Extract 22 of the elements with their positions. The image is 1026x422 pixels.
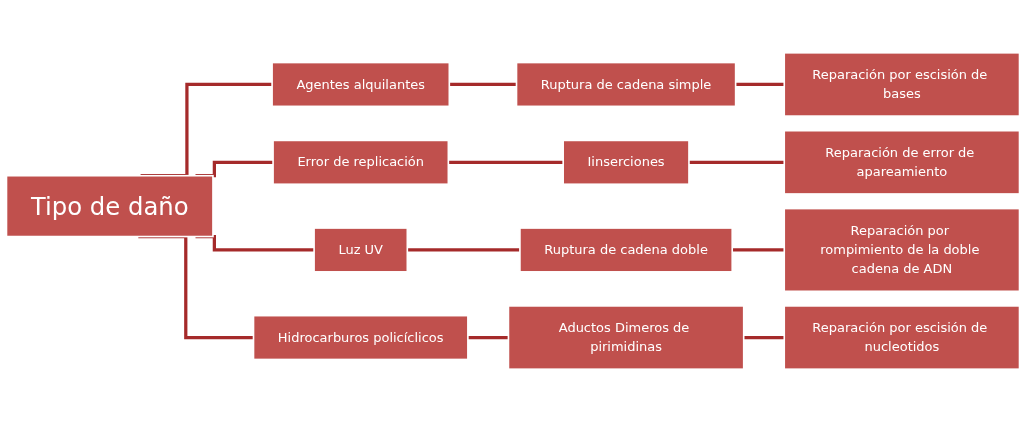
node-box: Reparación por escisión de nucleotidos: [783, 305, 1021, 370]
connector: [448, 160, 564, 164]
node-box: Aductos Dimeros de pirimidinas: [507, 305, 745, 370]
connector: [407, 248, 520, 252]
connector: [735, 82, 785, 87]
connector: [743, 335, 785, 340]
node-box: Reparación por escisión de bases: [783, 52, 1021, 117]
node-box: Tipo de daño: [5, 174, 214, 238]
node-box: Agentes alquilantes: [271, 61, 451, 108]
connector: [195, 234, 315, 252]
node-box: Ruptura de cadena doble: [519, 227, 733, 273]
connector: [732, 248, 785, 252]
connector: [688, 160, 785, 164]
connector: [467, 335, 509, 340]
node-box: Iinserciones: [562, 139, 690, 186]
node-box: Reparación de error de apareamiento: [783, 129, 1021, 195]
node-box: Hidrocarburos policíclicos: [252, 314, 469, 361]
node-box: Error de replicación: [272, 139, 450, 186]
connector: [449, 82, 517, 87]
node-box: Luz UV: [313, 227, 409, 273]
node-box: Reparación por rompimiento de la doble cadena de ADN: [783, 207, 1021, 293]
node-box: Ruptura de cadena simple: [515, 61, 737, 108]
